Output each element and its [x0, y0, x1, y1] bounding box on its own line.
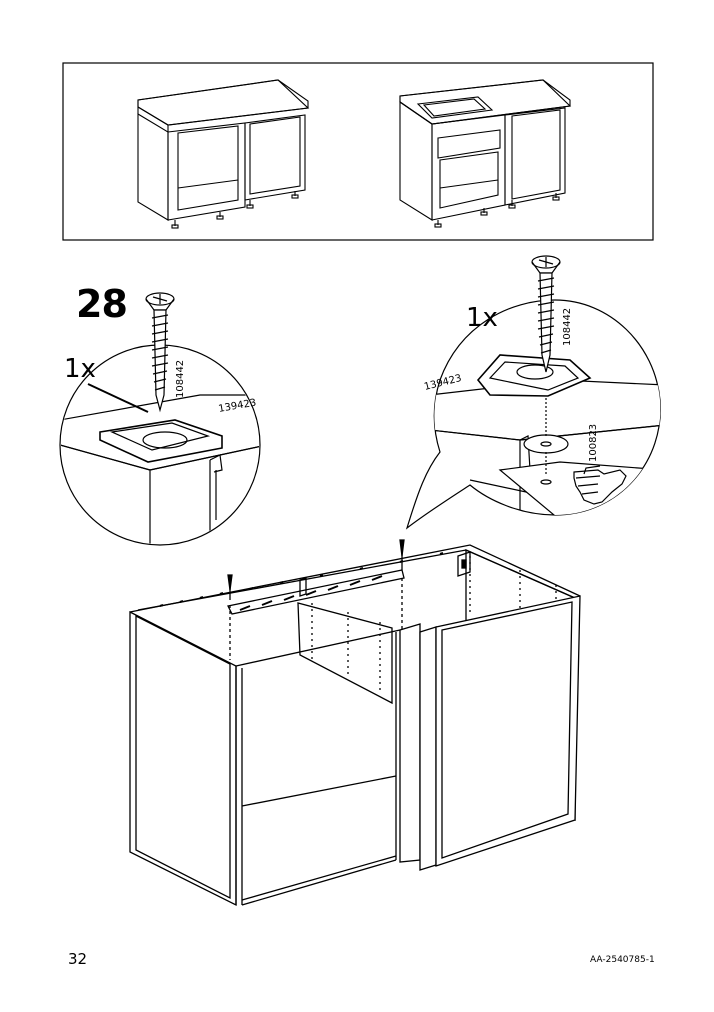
pointing-hand-icon	[573, 465, 627, 505]
screw-icon	[531, 255, 561, 373]
washer-code-label: 100823	[588, 424, 599, 462]
step-number: 28	[76, 282, 128, 326]
document-code: AA-2540785-1	[590, 955, 655, 965]
quantity-label-right: 1x	[466, 303, 498, 333]
overview-cabinet-sink	[399, 79, 572, 228]
quantity-label-left: 1x	[64, 354, 96, 384]
screw-icon	[145, 292, 175, 413]
detail-circle-left	[59, 344, 261, 546]
overview-cabinet-plain	[137, 79, 310, 229]
screw-code-label-right: 108442	[562, 308, 573, 346]
main-corner-cabinet	[129, 539, 581, 907]
overview-frame	[62, 62, 654, 241]
screw-code-label: 108442	[175, 360, 186, 398]
page-number: 32	[68, 950, 88, 968]
detail-circle-right	[405, 299, 661, 530]
